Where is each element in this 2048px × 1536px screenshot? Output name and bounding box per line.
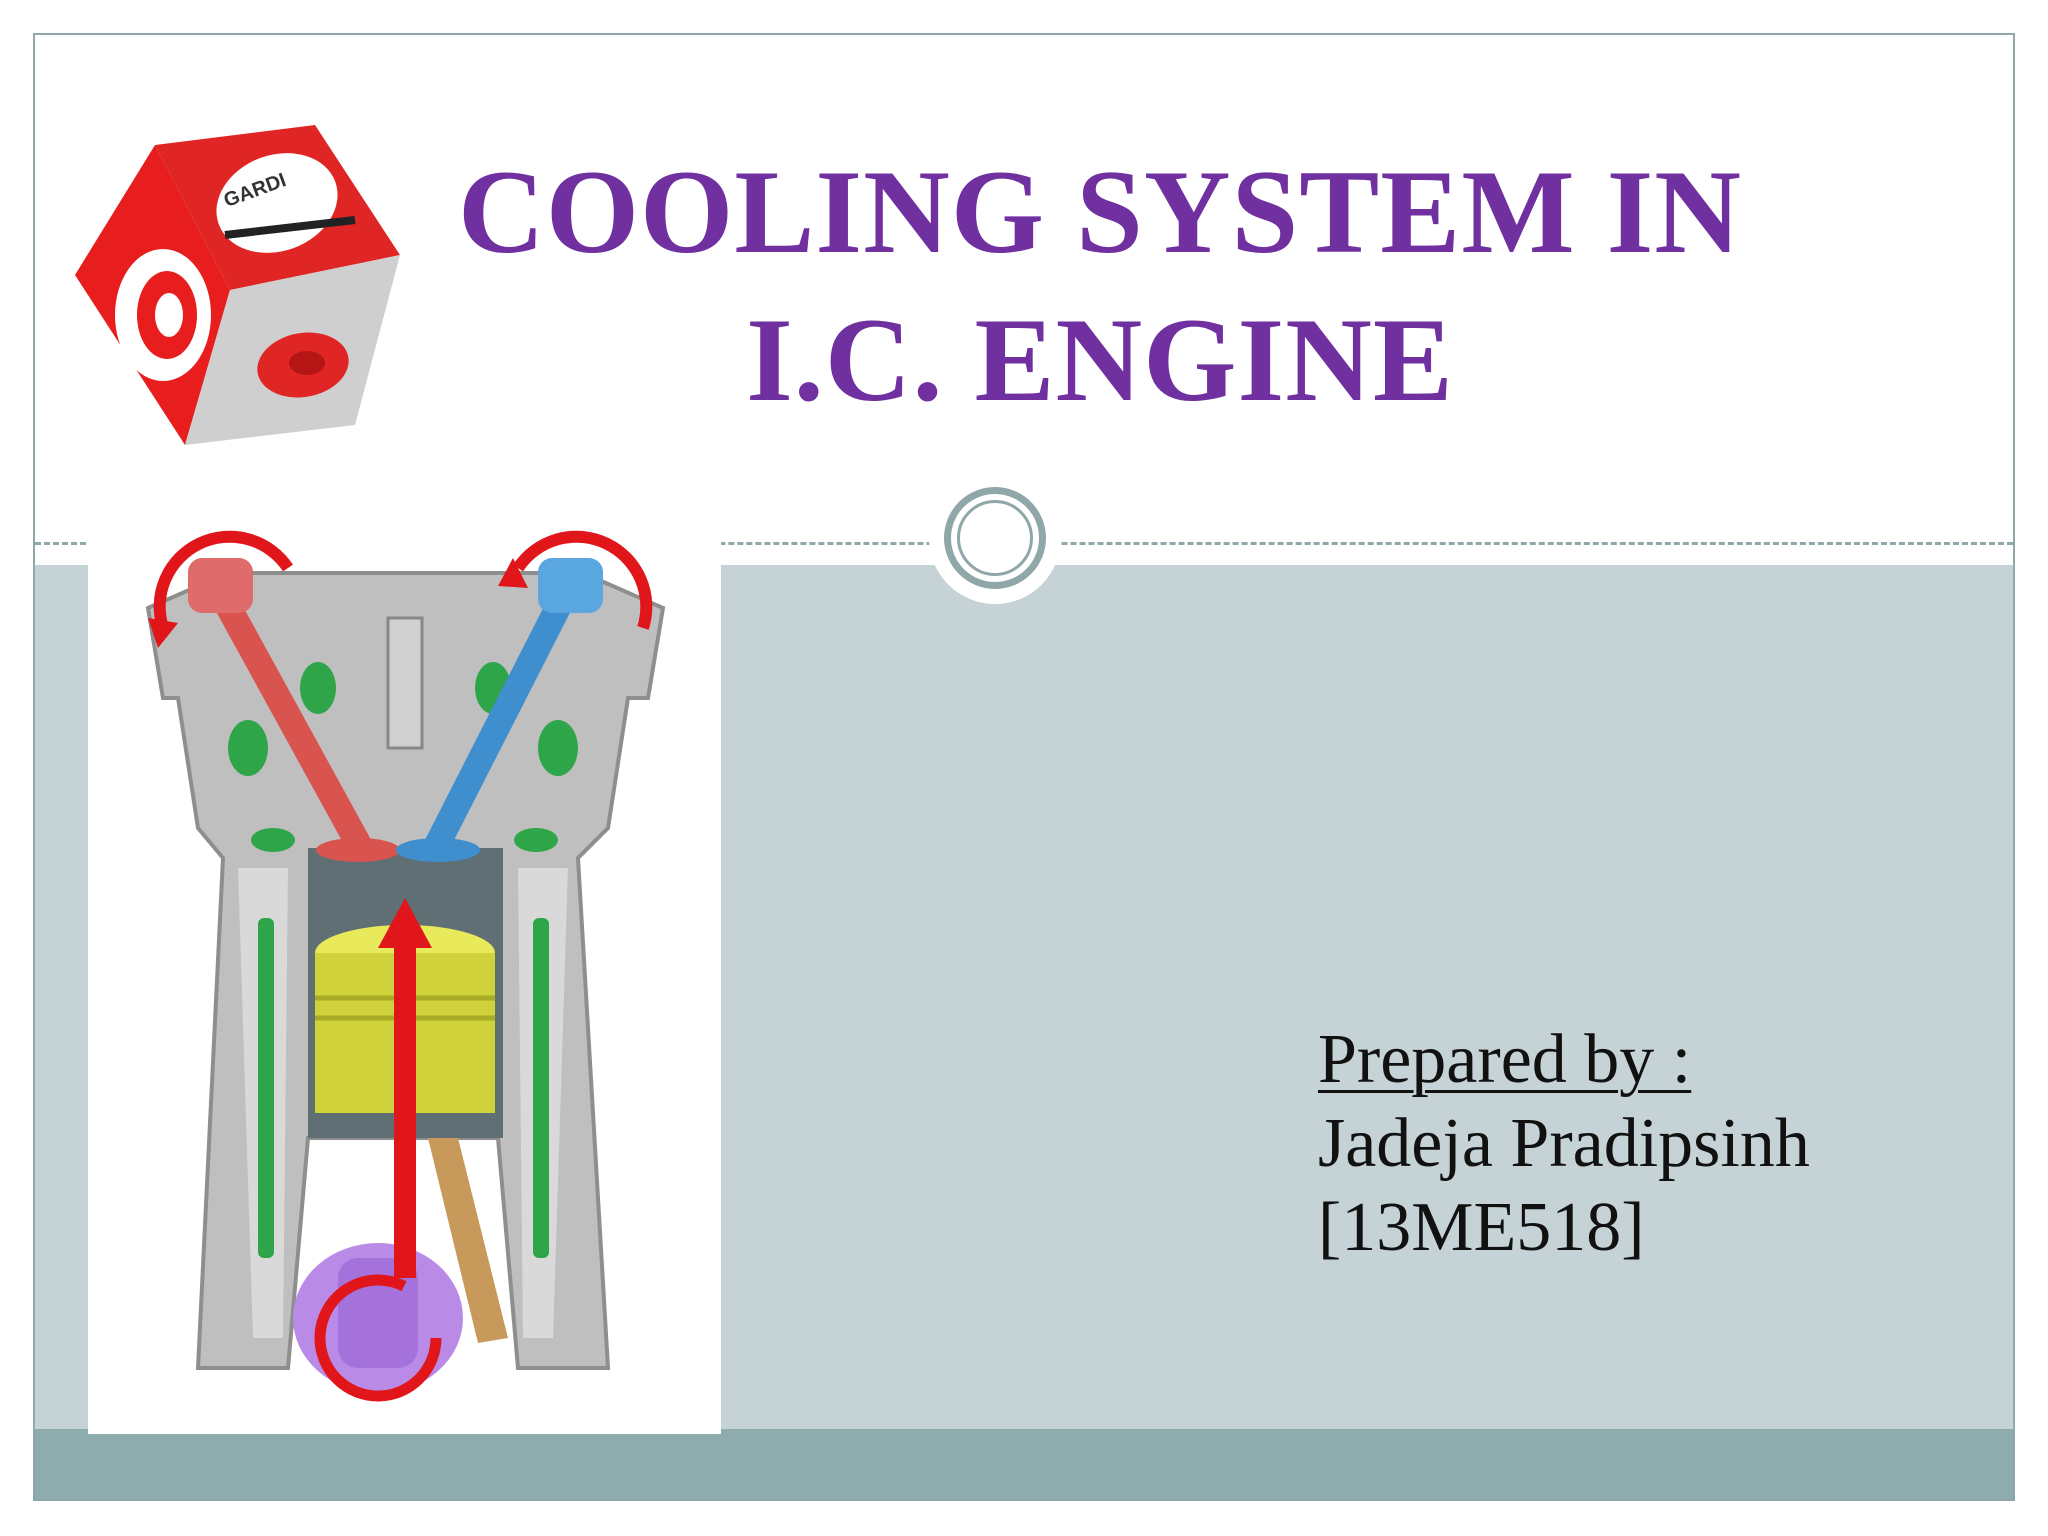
coolant-head-1 (228, 720, 268, 776)
engine-cylinder-cutaway-icon (145, 530, 666, 1402)
intake-valve-head (316, 838, 400, 862)
title-line-2: I.C. ENGINE (746, 293, 1454, 426)
intake-rotation-arrow-icon (153, 530, 293, 630)
exhaust-valve-stem (425, 575, 581, 856)
intake-valve-stem (205, 575, 371, 856)
spark-plug (386, 616, 424, 750)
divider-circle-icon (944, 487, 1046, 589)
coolant-head-4 (538, 720, 578, 776)
intake-arrowhead (148, 618, 178, 648)
exhaust-rocker (538, 558, 603, 613)
coolant-head-2 (300, 662, 336, 714)
coolant-passage-right (533, 918, 549, 1258)
exhaust-arrowhead (498, 558, 528, 588)
title-line-1: COOLING SYSTEM IN (458, 145, 1742, 278)
coolant-head-6 (514, 828, 558, 852)
author-block: Prepared by : Jadeja Pradipsinh [13ME518… (1318, 1018, 1998, 1270)
exhaust-rotation-arrow-icon (513, 530, 653, 630)
piston-up-arrow-icon (378, 898, 432, 948)
footer-band (35, 1429, 2013, 1499)
engine-illustration (88, 498, 721, 1434)
cube-right-target-center (289, 351, 325, 375)
red-cube-logo-icon: GARDI (75, 125, 400, 445)
crank-rotation-arrow-icon (314, 1274, 442, 1402)
author-name: Jadeja Pradipsinh (1318, 1105, 1810, 1182)
connecting-rod (428, 1138, 508, 1343)
slide-title: COOLING SYSTEM IN I.C. ENGINE (420, 138, 1780, 434)
prepared-by-label: Prepared by : (1318, 1021, 1692, 1098)
logo-stroke (224, 216, 356, 239)
coolant-head-5 (251, 828, 295, 852)
intake-rocker (188, 558, 253, 613)
cube-left-target-center (155, 293, 183, 337)
exhaust-valve-head (396, 838, 480, 862)
piston-up-arrow-shaft (394, 938, 416, 1278)
coolant-passage-left (258, 918, 274, 1258)
author-id: [13ME518] (1318, 1189, 1645, 1266)
